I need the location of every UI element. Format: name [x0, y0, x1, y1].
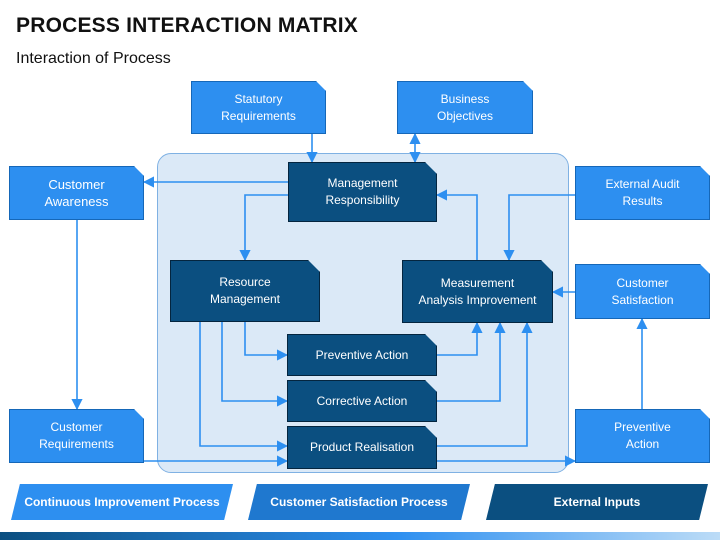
connector-product-measurement: [437, 321, 533, 447]
business-objectives-label: Business Objectives: [436, 91, 494, 123]
statutory-requirements-label: Statutory Requirements: [221, 91, 296, 123]
statutory-requirements-box: Statutory Requirements: [191, 81, 326, 134]
measurement-analysis-label: Measurement Analysis Improvement: [418, 275, 537, 307]
legend-customer-satisfaction-label: Customer Satisfaction Process: [270, 495, 448, 509]
business-objectives-box: Business Objectives: [397, 81, 533, 134]
legend-customer-satisfaction: Customer Satisfaction Process: [248, 484, 470, 520]
legend-external-inputs: External Inputs: [486, 484, 708, 520]
page-title: PROCESS INTERACTION MATRIX: [16, 14, 358, 37]
connector-preventive-measurement: [437, 321, 483, 356]
resource-management-box: Resource Management: [170, 260, 320, 322]
customer-awareness-box: Customer Awareness: [9, 166, 144, 220]
legend-external-label: External Inputs: [553, 495, 641, 509]
connector-management-resource: [239, 194, 288, 262]
measurement-analysis-box: Measurement Analysis Improvement: [402, 260, 553, 323]
connector-resource-corrective: [221, 322, 289, 407]
corrective-action-label: Corrective Action: [316, 393, 408, 408]
legend-continuous-improvement: Continuous Improvement Process: [11, 484, 233, 520]
page-subtitle: Interaction of Process: [16, 50, 171, 67]
external-audit-box: External Audit Results: [575, 166, 710, 220]
connector-audit-measurement: [503, 194, 575, 262]
decorative-bottom-bar: [0, 532, 720, 540]
management-responsibility-label: Management Responsibility: [325, 176, 400, 207]
preventive-action-box: Preventive Action: [287, 334, 437, 376]
connector-resource-preventive: [244, 322, 289, 361]
product-realisation-label: Product Realisation: [309, 440, 415, 454]
customer-satisfaction-label: Customer Satisfaction: [611, 275, 674, 307]
external-audit-label: External Audit Results: [605, 177, 680, 208]
product-realisation-box: Product Realisation: [287, 426, 437, 469]
customer-satisfaction-box: Customer Satisfaction: [575, 264, 710, 319]
management-responsibility-box: Management Responsibility: [288, 162, 437, 222]
customer-awareness-label: Customer Awareness: [44, 177, 109, 209]
preventive-action-outer-box: Preventive Action: [575, 409, 710, 463]
legend-continuous-label: Continuous Improvement Process: [24, 495, 220, 509]
customer-requirements-box: Customer Requirements: [9, 409, 144, 463]
customer-requirements-label: Customer Requirements: [39, 420, 114, 451]
preventive-action-label: Preventive Action: [315, 347, 409, 362]
preventive-action-outer-label: Preventive Action: [614, 420, 671, 451]
connector-corrective-measurement: [437, 321, 506, 402]
connector-measurement-management: [435, 189, 478, 260]
resource-management-label: Resource Management: [209, 275, 281, 306]
corrective-action-box: Corrective Action: [287, 380, 437, 422]
connector-resource-product: [199, 322, 289, 452]
